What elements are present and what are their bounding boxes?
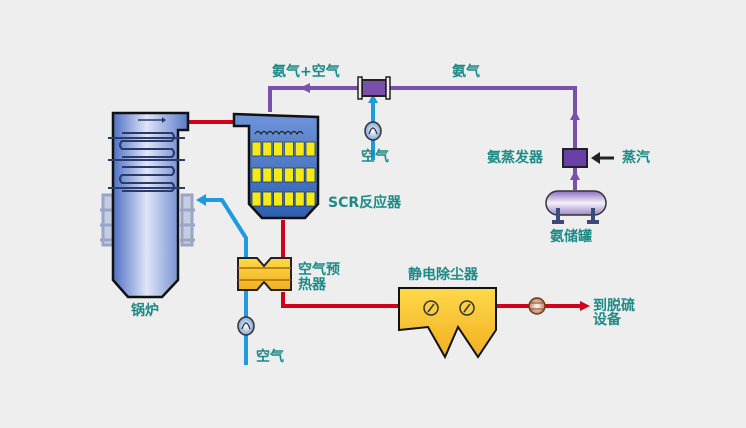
boiler-icon — [100, 111, 195, 299]
fan-icon — [237, 316, 255, 336]
vaporizer-label: 氨蒸发器 — [487, 150, 543, 166]
fan-icon — [364, 121, 382, 141]
catalyst-block — [273, 191, 284, 207]
catalyst-block — [273, 141, 284, 157]
boiler-label: 锅炉 — [131, 303, 159, 319]
catalyst-block — [294, 167, 305, 183]
air-top-label: 空气 — [361, 149, 389, 165]
ammonia-air-label: 氨气+空气 — [272, 64, 340, 80]
ammonia-arrow-icon — [570, 170, 580, 180]
preheater-to-boiler-air-line — [200, 198, 248, 258]
catalyst-block — [305, 141, 316, 157]
air-bottom-label: 空气 — [256, 349, 284, 365]
air-preheater-label-line2: 热器 — [298, 277, 326, 293]
ammonia-arrow-icon — [300, 83, 310, 93]
catalyst-block — [251, 167, 262, 183]
air-arrow-icon — [368, 94, 378, 103]
electrostatic-precipitator-icon — [398, 287, 497, 360]
flow-arrow-icon — [580, 301, 590, 311]
storage-tank-icon — [545, 190, 607, 224]
storage-tank-label: 氨储罐 — [550, 229, 592, 245]
air-preheater-label-line1: 空气预 — [298, 262, 340, 278]
induced-draft-fan-icon — [528, 297, 546, 315]
catalyst-block — [273, 167, 284, 183]
ammonia-label: 氨气 — [452, 64, 480, 80]
precipitator-label: 静电除尘器 — [408, 267, 478, 283]
vaporizer-icon — [562, 148, 588, 168]
scr-reactor-icon — [232, 112, 320, 220]
catalyst-layers — [251, 141, 316, 207]
steam-label: 蒸汽 — [622, 150, 650, 166]
to-desulfurization-label-line2: 设备 — [593, 312, 621, 328]
flue-gas-lines — [188, 120, 580, 308]
scr-reactor-label: SCR反应器 — [328, 195, 402, 211]
mixer-to-scr-line — [268, 86, 358, 112]
catalyst-block — [262, 167, 273, 183]
air-preheater-icon — [237, 257, 292, 291]
catalyst-block — [262, 191, 273, 207]
steam-arrow-icon — [591, 152, 614, 164]
catalyst-block — [283, 167, 294, 183]
static-mixer-icon — [357, 76, 391, 100]
catalyst-block — [262, 141, 273, 157]
catalyst-block — [251, 191, 262, 207]
catalyst-block — [305, 191, 316, 207]
to-desulfurization-label-line1: 到脱硫 — [593, 298, 635, 314]
catalyst-block — [283, 141, 294, 157]
vaporizer-to-mixer-line — [390, 86, 577, 148]
preheater-to-precipitator-line — [281, 292, 400, 308]
air-arrow-icon — [196, 194, 206, 206]
catalyst-block — [283, 191, 294, 207]
catalyst-block — [294, 141, 305, 157]
catalyst-block — [305, 167, 316, 183]
catalyst-block — [294, 191, 305, 207]
ammonia-arrow-icon — [570, 110, 580, 120]
catalyst-block — [251, 141, 262, 157]
